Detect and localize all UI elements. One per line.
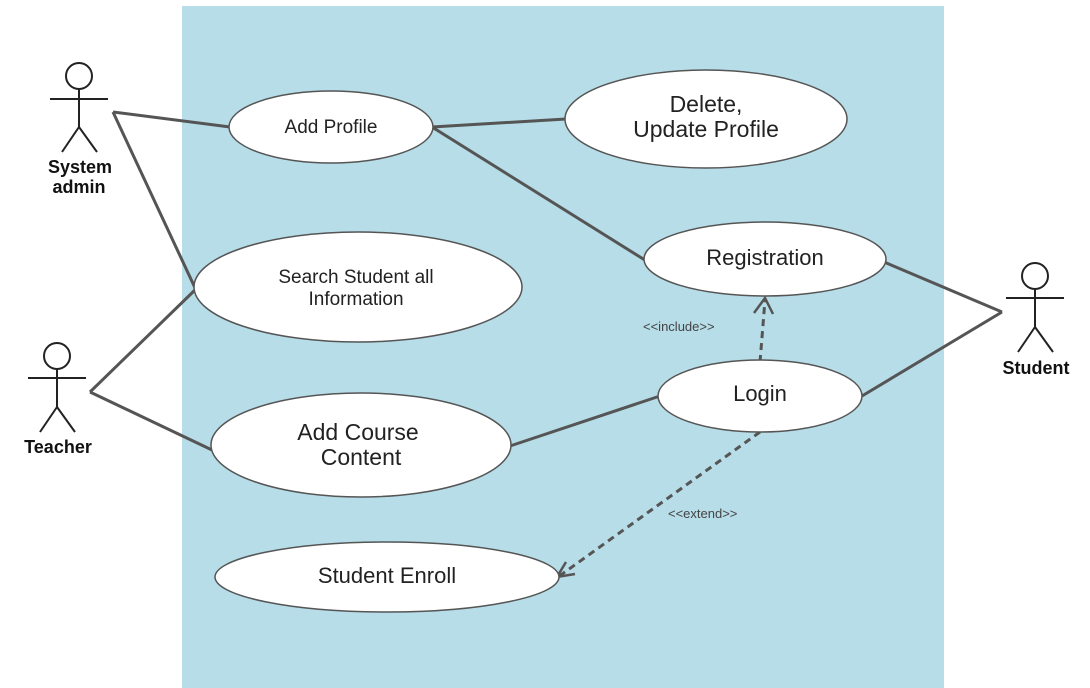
assoc-add-course-login <box>509 394 661 448</box>
assoc-login-student <box>861 310 1003 398</box>
use-case-add-course-content[interactable]: Add Course Content <box>210 392 512 498</box>
assoc-teacher-add-course <box>89 390 213 452</box>
extend-arrow-line <box>557 430 761 579</box>
use-case-label: Delete, <box>670 91 743 117</box>
use-case-label: Student Enroll <box>318 563 456 588</box>
assoc-admin-add-profile <box>112 110 231 129</box>
use-case-label: Login <box>733 381 787 406</box>
stick-figure-icon <box>1006 262 1064 353</box>
use-case-label: Information <box>308 289 403 310</box>
use-case-label: Add Course <box>297 419 418 445</box>
assoc-add-profile-delete-update <box>431 117 567 129</box>
assoc-add-profile-registration <box>431 125 649 264</box>
stick-figure-icon <box>28 342 86 433</box>
assoc-registration-student <box>883 260 1003 314</box>
actor-system-admin[interactable]: System admin <box>48 62 112 197</box>
actor-label: System <box>48 157 112 177</box>
include-label: <<include>> <box>643 319 715 334</box>
actor-teacher[interactable]: Teacher <box>24 342 92 457</box>
extend-label: <<extend>> <box>668 506 737 521</box>
assoc-teacher-search-student <box>88 287 198 394</box>
assoc-admin-search-student <box>111 111 198 291</box>
include-arrow-head <box>752 295 775 315</box>
include-relationship: <<include>> <box>643 295 775 363</box>
actor-label: admin <box>52 177 105 197</box>
use-case-label: Add Profile <box>285 117 378 138</box>
use-case-delete-update-profile[interactable]: Delete, Update Profile <box>564 69 848 169</box>
use-case-label: Update Profile <box>633 116 779 142</box>
actor-student[interactable]: Student <box>1003 262 1070 378</box>
use-case-label: Registration <box>706 245 823 270</box>
use-case-label: Search Student all <box>278 267 433 288</box>
use-case-login[interactable]: Login <box>657 359 863 433</box>
actor-label: Teacher <box>24 437 92 457</box>
use-case-search-student[interactable]: Search Student all Information <box>193 231 523 343</box>
use-case-label: Content <box>321 444 402 470</box>
stick-figure-icon <box>50 62 108 153</box>
use-case-registration[interactable]: Registration <box>643 221 887 297</box>
associations <box>88 110 1003 452</box>
include-arrow-line <box>758 299 767 363</box>
actor-label: Student <box>1003 358 1070 378</box>
use-case-student-enroll[interactable]: Student Enroll <box>214 541 560 613</box>
use-case-add-profile[interactable]: Add Profile <box>228 90 434 164</box>
